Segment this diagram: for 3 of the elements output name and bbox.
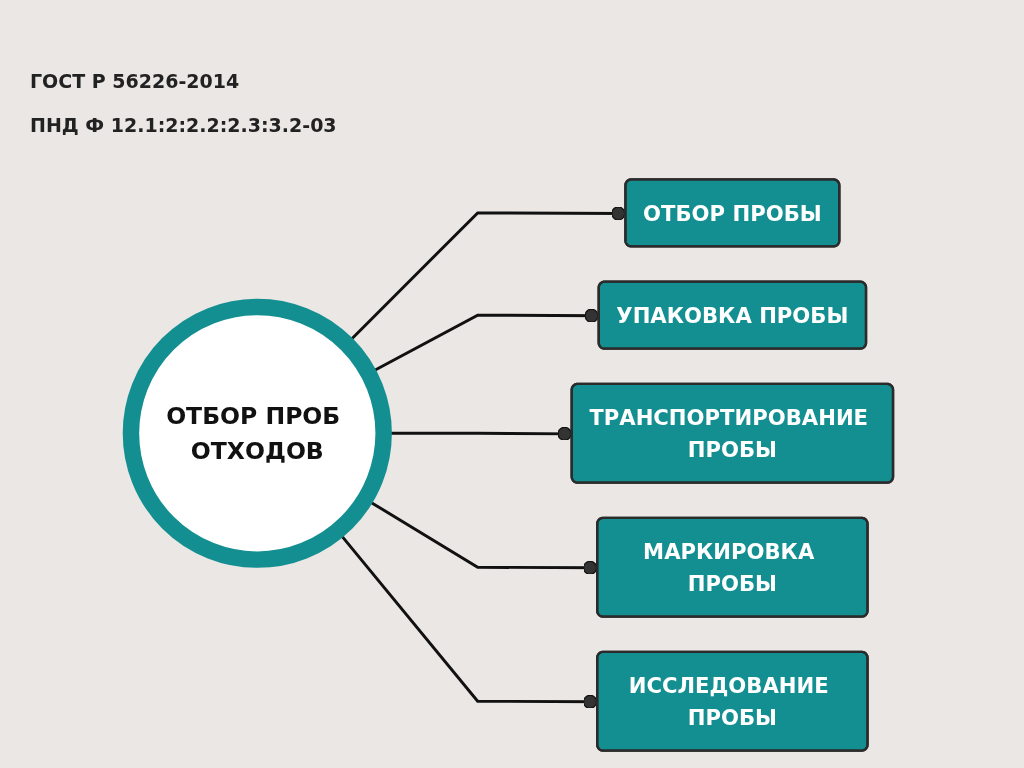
standard-reference: ПНД Ф 12.1:2:2.2:2.3:3.2-03: [30, 114, 337, 136]
node-circle: ОТБОР ПРОБ ОТХОДОВ: [122, 298, 392, 568]
standard-reference: ГОСТ Р 56226-2014: [30, 70, 241, 92]
